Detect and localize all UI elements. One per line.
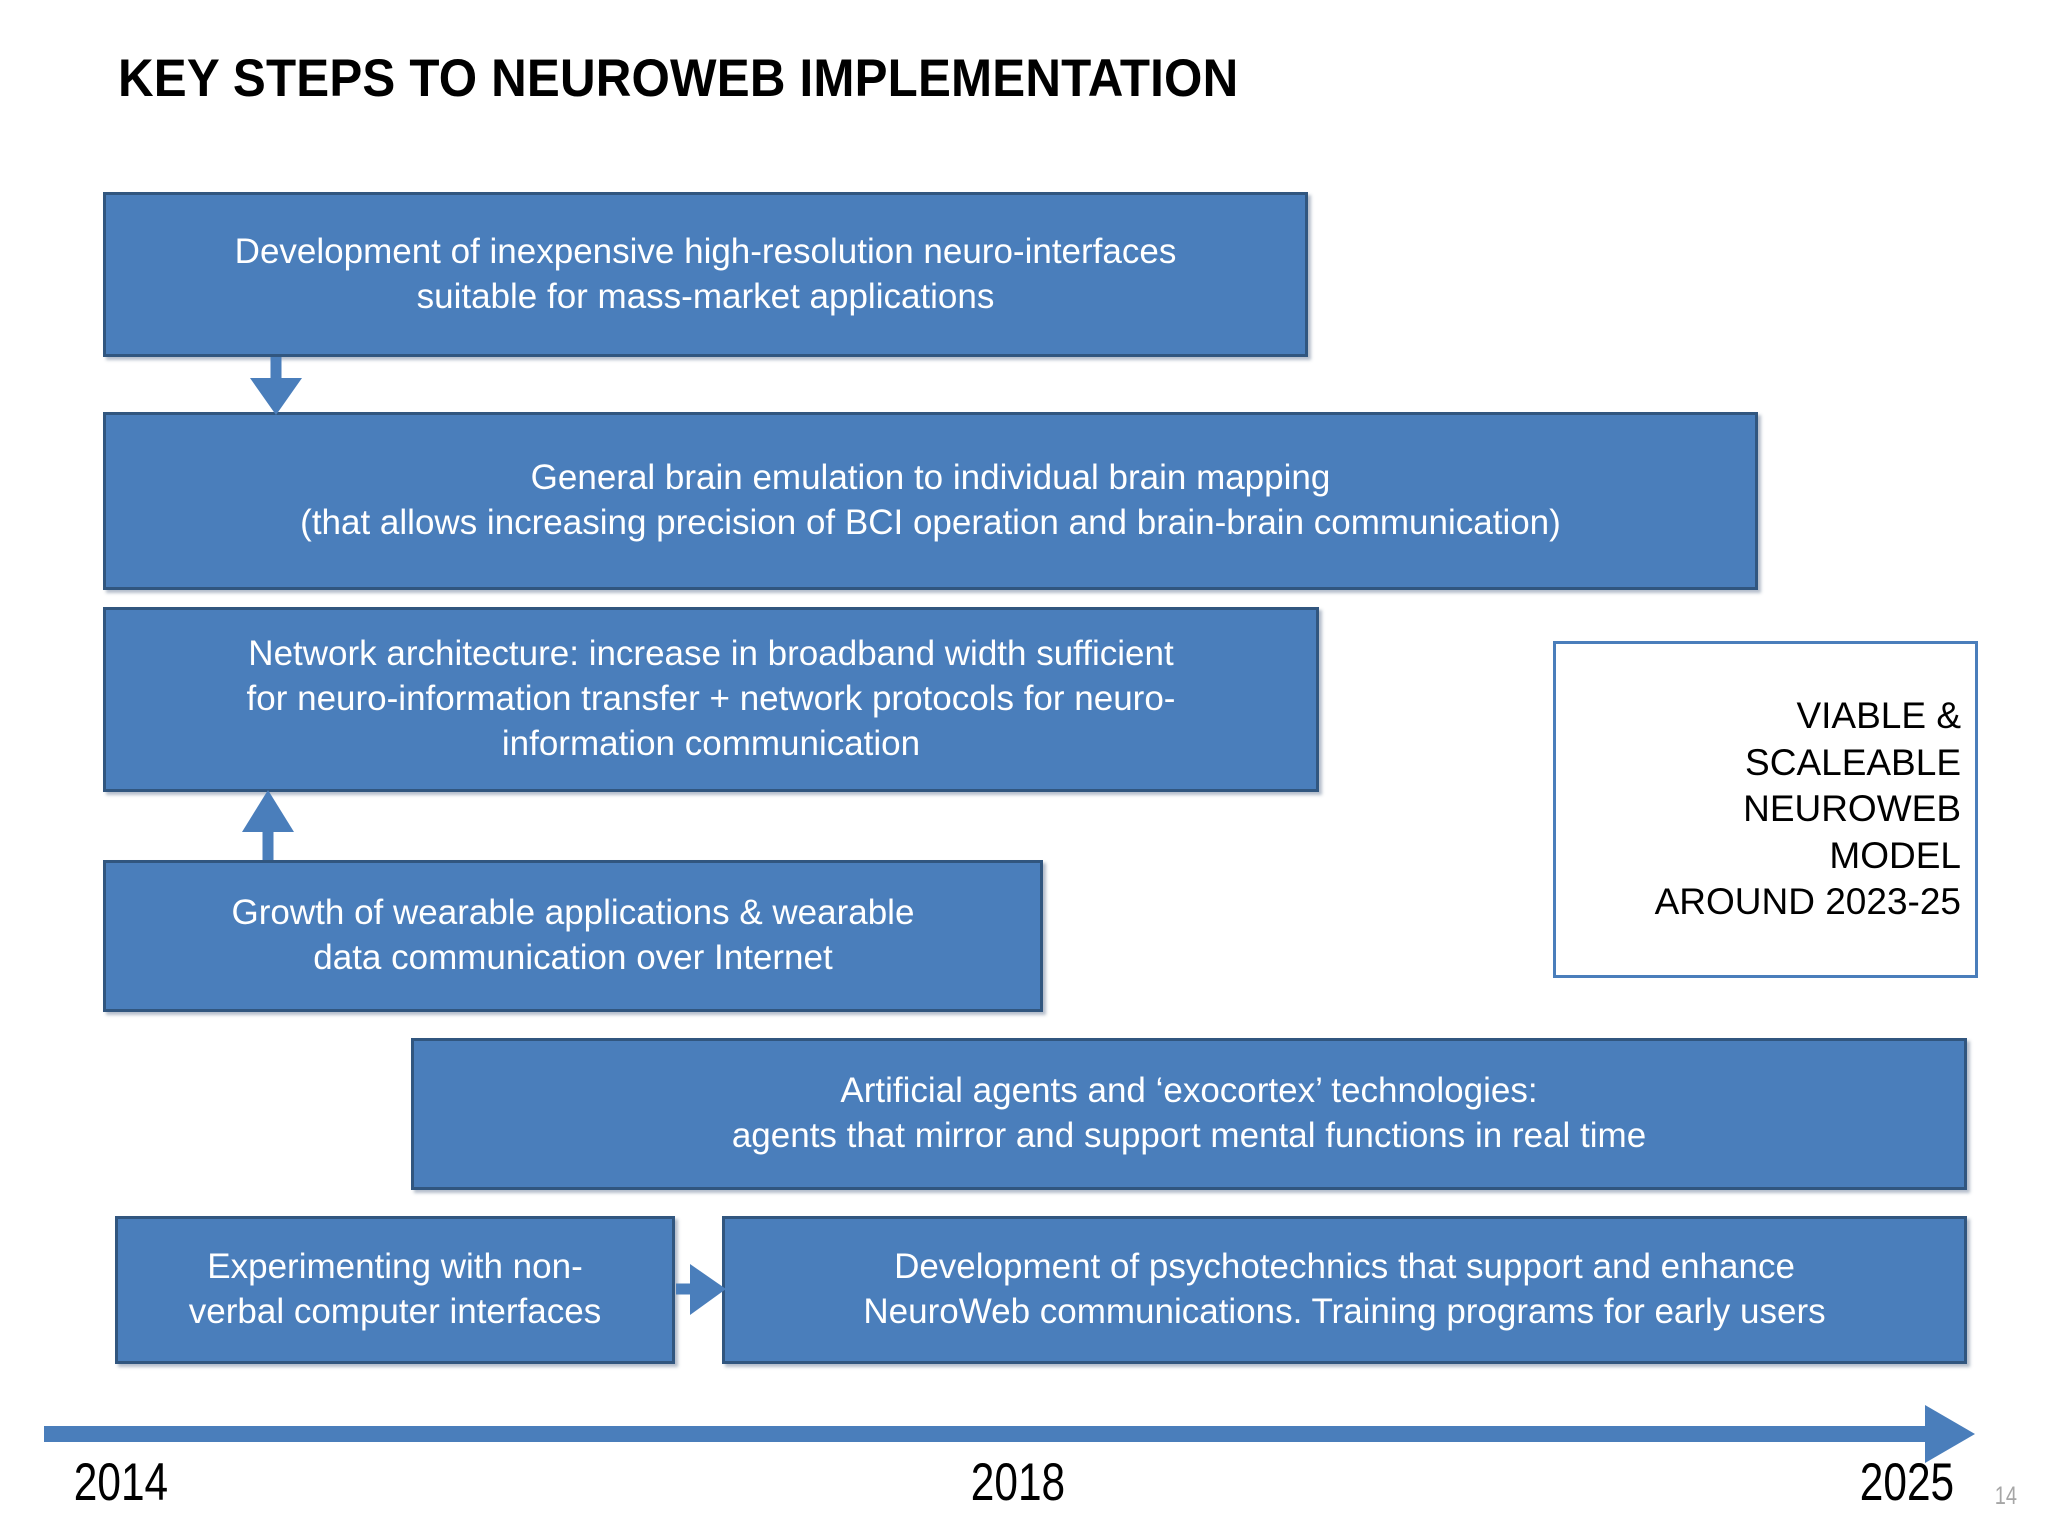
step-line-1: General brain emulation to individual br… (530, 458, 1331, 498)
step-box-network-architecture[interactable]: Network architecture: increase in broadb… (103, 607, 1319, 792)
step-box-exocortex[interactable]: Artificial agents and ‘exocortex’ techno… (411, 1038, 1967, 1190)
arrow-right-nonverbal-to-psychotechnics (676, 1264, 726, 1315)
page-number: 14 (1994, 1482, 2018, 1510)
callout-line-4: MODEL (1829, 834, 1961, 876)
step-box-text: Development of psychotechnics that suppo… (739, 1245, 1950, 1335)
step-box-brain-emulation[interactable]: General brain emulation to individual br… (103, 412, 1758, 590)
callout-line-3: NEUROWEB (1743, 788, 1961, 830)
step-line-1: Development of inexpensive high-resoluti… (234, 231, 1177, 271)
step-line-2: data communication over Internet (313, 938, 833, 977)
step-box-text: Experimenting with non- verbal computer … (132, 1245, 658, 1335)
timeline-year-2018: 2018 (970, 1453, 1066, 1512)
callout-line-2: SCALEABLE (1745, 741, 1961, 783)
step-line-3: information communication (501, 723, 921, 763)
step-line-2: for neuro-information transfer + network… (246, 679, 1176, 719)
step-line-2: (that allows increasing precision of BCI… (300, 503, 1561, 542)
timeline-year-2025: 2025 (1859, 1453, 1955, 1512)
page-title: KEY STEPS TO NEUROWEB IMPLEMENTATION (118, 49, 1239, 108)
callout-box-neuroweb-model[interactable]: VIABLE & SCALEABLE NEUROWEB MODEL AROUND… (1553, 641, 1978, 978)
step-line-1: Growth of wearable applications & wearab… (231, 893, 915, 933)
step-box-text: Network architecture: increase in broadb… (120, 632, 1302, 766)
step-line-2: agents that mirror and support mental fu… (731, 1116, 1647, 1155)
step-box-text: Artificial agents and ‘exocortex’ techno… (428, 1069, 1950, 1159)
step-line-2: suitable for mass-market applications (416, 276, 995, 316)
step-box-wearables[interactable]: Growth of wearable applications & wearab… (103, 860, 1043, 1012)
step-line-1: Artificial agents and ‘exocortex’ techno… (840, 1071, 1538, 1111)
step-box-psychotechnics[interactable]: Development of psychotechnics that suppo… (722, 1216, 1967, 1364)
arrow-down-interfaces-to-emulation (250, 357, 302, 415)
step-box-non-verbal-interfaces[interactable]: Experimenting with non- verbal computer … (115, 1216, 675, 1364)
timeline-year-2014: 2014 (73, 1453, 169, 1512)
step-box-text: General brain emulation to individual br… (120, 456, 1741, 546)
callout-text: VIABLE & SCALEABLE NEUROWEB MODEL AROUND… (1655, 693, 1961, 926)
arrow-up-wearables-to-network (242, 790, 294, 860)
step-line-1: Development of psychotechnics that suppo… (894, 1247, 1795, 1287)
callout-line-5: AROUND 2023-25 (1654, 881, 1961, 923)
step-line-2: NeuroWeb communications. Training progra… (863, 1292, 1826, 1331)
step-box-text: Growth of wearable applications & wearab… (120, 891, 1026, 981)
step-line-2: verbal computer interfaces (188, 1292, 602, 1331)
callout-line-1: VIABLE & (1796, 694, 1961, 736)
step-line-1: Experimenting with non- (207, 1247, 583, 1287)
step-box-text: Development of inexpensive high-resoluti… (120, 230, 1291, 320)
step-line-1: Network architecture: increase in broadb… (248, 634, 1174, 674)
step-box-neuro-interfaces[interactable]: Development of inexpensive high-resoluti… (103, 192, 1308, 357)
